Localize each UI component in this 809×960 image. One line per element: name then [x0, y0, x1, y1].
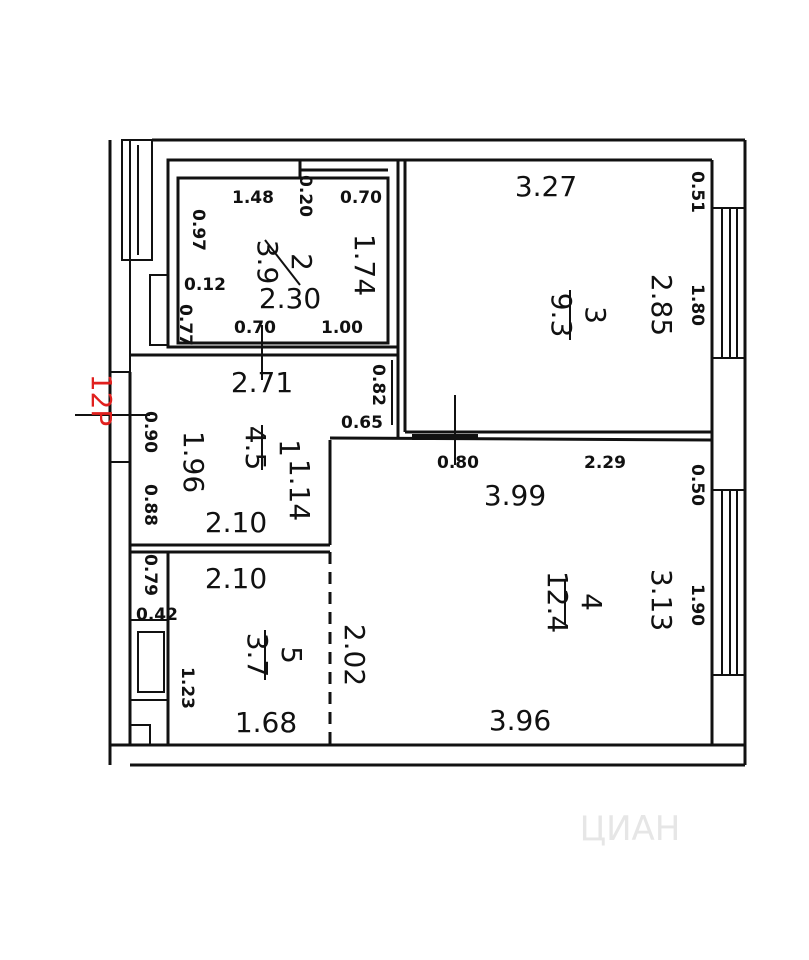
room-area: 12.4 [541, 571, 574, 633]
room-number: 2 [285, 253, 318, 271]
dimension-label: 0.70 [234, 318, 276, 338]
dimension-label: 1.14 [283, 459, 316, 521]
dimension-label: 0.77 [175, 304, 195, 346]
dimension-label: 2.29 [584, 453, 626, 473]
room-area: 3.9 [251, 240, 284, 285]
room-area: 3.7 [241, 633, 274, 678]
dimension-label: 2.10 [205, 562, 267, 595]
room-number: 3 [579, 306, 612, 324]
dimension-label: 0.88 [140, 484, 160, 526]
dimension-label: 0.20 [295, 175, 315, 217]
dimension-label: 1.23 [177, 667, 197, 709]
watermark: ЦИАН [580, 809, 681, 849]
dimension-label: 0.90 [140, 411, 160, 453]
dimension-label: 1.00 [321, 318, 363, 338]
room-area: 9.3 [545, 293, 578, 338]
dimension-label: 3.96 [489, 704, 551, 737]
corner-marker: 12Р [85, 374, 118, 427]
dimension-label: 0.50 [687, 464, 707, 506]
dimension-label: 1.48 [232, 188, 274, 208]
room-number: 5 [275, 646, 308, 664]
dimension-label: 0.82 [368, 364, 388, 406]
room-number: 4 [575, 593, 608, 611]
dimension-label: 0.42 [136, 605, 178, 625]
dimension-label: 1.68 [235, 706, 297, 739]
room-number: 1 [273, 439, 306, 457]
dimension-label: 0.51 [687, 171, 707, 213]
dimension-label: 1.80 [687, 284, 707, 326]
dimension-label: 2.10 [205, 506, 267, 539]
dimension-label: 0.65 [341, 413, 383, 433]
dimension-label: 3.27 [515, 170, 577, 203]
dimension-label: 0.70 [340, 188, 382, 208]
dimension-label: 2.02 [338, 624, 371, 686]
dimension-label: 3.99 [484, 479, 546, 512]
dimension-label: 1.90 [687, 584, 707, 626]
dimension-label: 1.74 [348, 234, 381, 296]
dimension-label: 3.13 [645, 569, 678, 631]
windows [711, 207, 746, 676]
walls [75, 138, 747, 767]
dimension-label: 1.96 [177, 431, 210, 493]
room-area: 4.5 [239, 426, 272, 471]
dimension-label: 0.80 [437, 453, 479, 473]
dimension-label: 0.12 [184, 275, 226, 295]
dimension-label: 0.97 [188, 209, 208, 251]
dimension-label: 2.30 [259, 282, 321, 315]
room-fraction-lines [261, 239, 571, 680]
dimension-label: 2.71 [231, 366, 293, 399]
dimension-label: 2.85 [645, 274, 678, 336]
dimension-label: 0.79 [140, 554, 160, 596]
